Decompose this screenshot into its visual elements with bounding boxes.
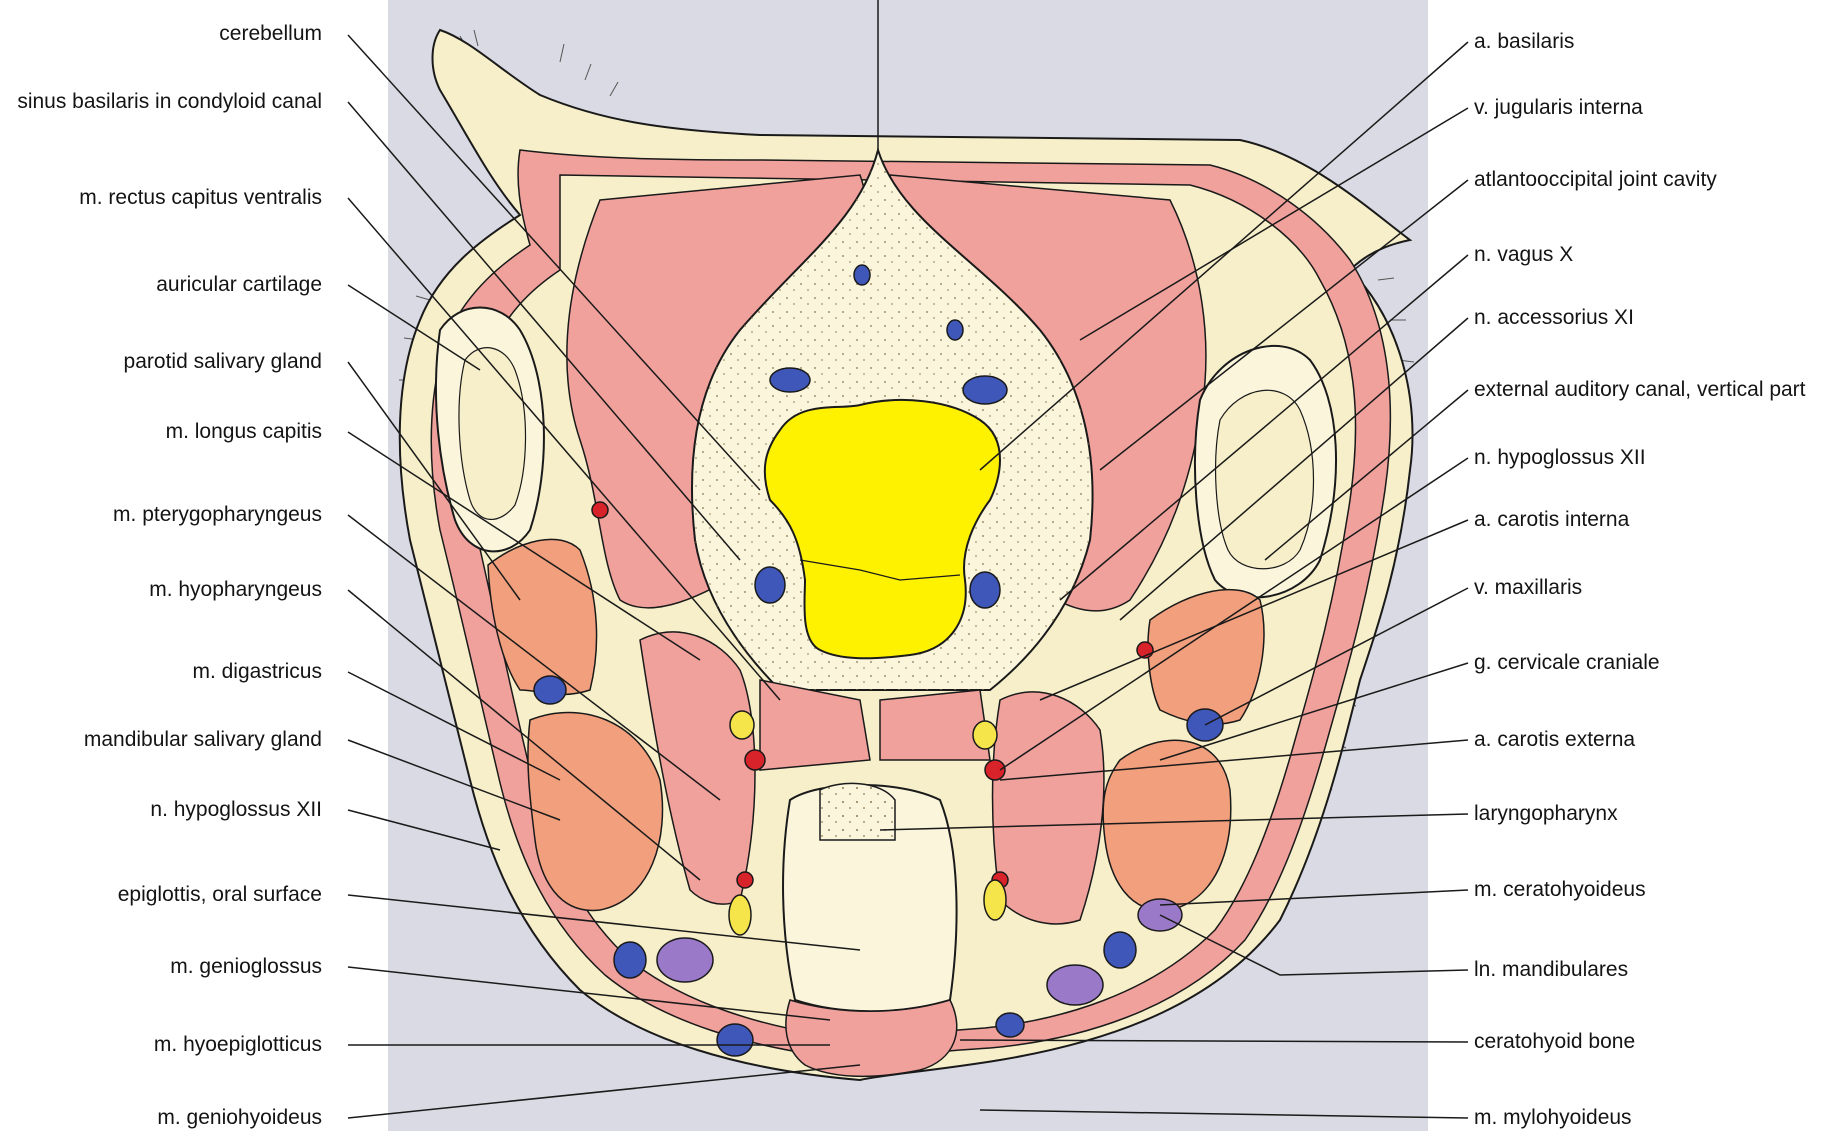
label-left-8: m. hyopharyngeus <box>149 578 322 602</box>
label-right-6: external auditory canal, vertical part <box>1474 378 1806 402</box>
label-left-12: epiglottis, oral surface <box>118 883 322 907</box>
label-left-13: m. genioglossus <box>170 955 322 979</box>
label-right-11: a. carotis externa <box>1474 728 1635 752</box>
label-right-13: m. ceratohyoideus <box>1474 878 1646 902</box>
label-right-7: n. hypoglossus XII <box>1474 446 1646 470</box>
label-right-3: atlantooccipital joint cavity <box>1474 168 1717 192</box>
label-left-11: n. hypoglossus XII <box>150 798 322 822</box>
label-left-6: m. longus capitis <box>166 420 322 444</box>
label-right-16: m. mylohyoideus <box>1474 1106 1632 1130</box>
label-right-2: v. jugularis interna <box>1474 96 1643 120</box>
tongue-muscles <box>786 1000 957 1076</box>
label-right-1: a. basilaris <box>1474 30 1574 54</box>
label-right-14: ln. mandibulares <box>1474 958 1628 982</box>
label-right-12: laryngopharynx <box>1474 802 1618 826</box>
label-left-3: m. rectus capitus ventralis <box>79 186 322 210</box>
label-left-2: sinus basilaris in condyloid canal <box>17 90 322 114</box>
pharyngeal-muscle-right <box>993 692 1104 924</box>
label-left-9: m. digastricus <box>192 660 322 684</box>
label-right-8: a. carotis interna <box>1474 508 1629 532</box>
label-right-9: v. maxillaris <box>1474 576 1582 600</box>
label-left-4: auricular cartilage <box>156 273 322 297</box>
label-left-1: cerebellum <box>219 22 322 46</box>
label-right-15: ceratohyoid bone <box>1474 1030 1635 1054</box>
label-left-14: m. hyoepiglotticus <box>154 1033 322 1057</box>
label-left-7: m. pterygopharyngeus <box>113 503 322 527</box>
label-right-5: n. accessorius XI <box>1474 306 1634 330</box>
label-right-10: g. cervicale craniale <box>1474 651 1660 675</box>
label-left-5: parotid salivary gland <box>124 350 322 374</box>
label-right-4: n. vagus X <box>1474 243 1573 267</box>
label-left-10: mandibular salivary gland <box>84 728 322 752</box>
label-left-15: m. geniohyoideus <box>157 1106 322 1130</box>
